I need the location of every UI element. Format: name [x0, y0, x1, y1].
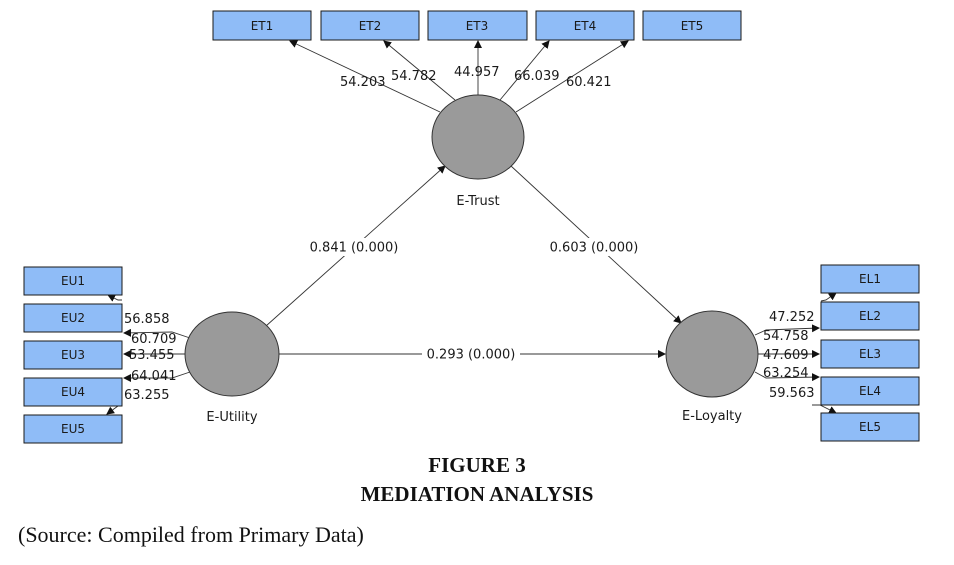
loading-el1: 47.252: [769, 310, 815, 325]
path-label-trust-loyalty: 0.603 (0.000): [545, 238, 643, 256]
loading-eu5: 63.255: [124, 388, 170, 403]
edge-et1: [289, 40, 441, 113]
indicator-et2: ET2: [320, 10, 420, 41]
loading-et3: 44.957: [454, 65, 500, 80]
indicator-eu2: EU2: [23, 303, 123, 333]
edge-el2: [754, 324, 820, 336]
path-label-text: 0.293 (0.000): [427, 348, 516, 363]
indicator-label: EU5: [61, 422, 85, 436]
loading-el5: 59.563: [769, 386, 815, 401]
edge-et4: [499, 40, 550, 101]
loading-eu2: 60.709: [131, 332, 177, 347]
loading-et5: 60.421: [566, 75, 612, 90]
edge-el4: [754, 371, 820, 382]
edge-et2: [383, 40, 456, 101]
indicator-el5: 59.563EL5: [820, 412, 920, 442]
edge-eu5: [106, 405, 122, 415]
loading-el3: 47.609: [763, 348, 809, 363]
indicator-label: EU1: [61, 274, 85, 288]
indicator-label: EL3: [859, 347, 881, 361]
indicator-eu3: EU3: [23, 340, 123, 370]
latent-e-loyalty: [665, 310, 759, 398]
loading-eu4: 64.041: [131, 369, 177, 384]
loading-eu1: 56.858: [124, 312, 170, 327]
indicator-label: EL5: [859, 420, 881, 434]
indicator-et5: ET5: [642, 10, 742, 41]
path-label-utility-loyalty: 0.293 (0.000): [422, 345, 520, 363]
latent-e-trust: [431, 94, 525, 180]
path-label-text: 0.841 (0.000): [310, 241, 399, 256]
indicator-label: ET4: [574, 19, 597, 33]
latent-e-utility: [184, 311, 280, 397]
latent-label-e-utility: E-Utility: [206, 410, 257, 425]
loading-et4: 66.039: [514, 69, 560, 84]
utility-loading-edges: [106, 294, 191, 415]
loading-el2: 54.758: [763, 329, 809, 344]
indicator-label: EL1: [859, 272, 881, 286]
indicator-eu4: EU4: [23, 377, 123, 407]
edge-el5: [812, 404, 837, 414]
loading-eu3: 53.455: [129, 348, 175, 363]
indicator-label: ET3: [466, 19, 489, 33]
indicator-el4: EL4: [820, 376, 920, 406]
indicator-label: EU4: [61, 385, 85, 399]
figure-number: FIGURE 3: [428, 453, 526, 477]
loading-et1: 54.203: [340, 75, 386, 90]
edge-eu1: [107, 294, 122, 302]
latent-label-e-trust: E-Trust: [456, 194, 499, 209]
indicator-label: EL4: [859, 384, 881, 398]
edge-eu2: [123, 328, 191, 339]
indicator-et1: ET1: [212, 10, 312, 41]
latent-label-e-loyalty: E-Loyalty: [682, 409, 742, 424]
indicator-el1: EL1: [820, 264, 920, 294]
edge-et5: [515, 40, 629, 113]
indicator-el2: EL2: [820, 301, 920, 331]
edge-eu4: [123, 371, 191, 382]
indicator-label: ET1: [251, 19, 274, 33]
indicator-label: ET5: [681, 19, 704, 33]
indicator-eu5: EU5: [23, 414, 123, 444]
loyalty-loading-edges: [754, 292, 837, 414]
indicator-label: EL2: [859, 309, 881, 323]
indicator-eu1: EU1: [23, 266, 123, 296]
indicator-label: EU2: [61, 311, 85, 325]
mediation-path-diagram: 0.841 (0.000) 0.603 (0.000) 0.293 (0.000…: [23, 10, 920, 444]
indicator-label: EU3: [61, 348, 85, 362]
loading-el4: 63.254: [763, 366, 809, 381]
edge-el1: [820, 292, 837, 302]
indicator-et4: ET4: [535, 10, 635, 41]
figure-source: (Source: Compiled from Primary Data): [18, 522, 364, 547]
figure-title: MEDIATION ANALYSIS: [360, 482, 594, 506]
trust-loading-edges: [289, 40, 629, 113]
path-label-utility-trust: 0.841 (0.000): [304, 238, 402, 256]
loading-et2: 54.782: [391, 69, 437, 84]
indicator-label: ET2: [359, 19, 382, 33]
indicator-el3: EL3: [820, 339, 920, 369]
path-label-text: 0.603 (0.000): [550, 241, 639, 256]
indicator-et3: ET3: [427, 10, 528, 41]
